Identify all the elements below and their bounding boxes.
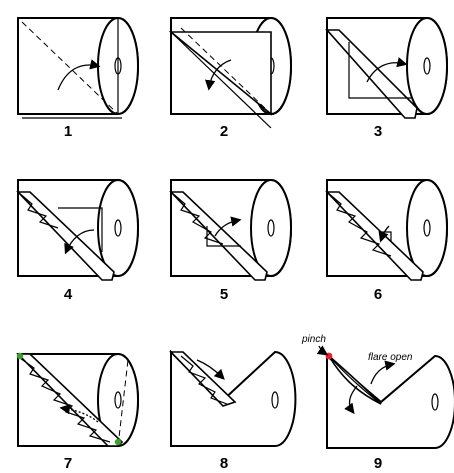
step-6-diagram (325, 179, 448, 281)
step-number-3: 3 (374, 123, 382, 140)
step-number-9: 9 (374, 455, 382, 472)
step-4-diagram (16, 179, 139, 281)
pinch-label: pinch (301, 334, 326, 345)
step-number-1: 1 (64, 123, 72, 140)
step-8-diagram (169, 349, 297, 447)
corner-dot-bottom-right (114, 438, 122, 446)
step-1-diagram (17, 17, 139, 119)
step-2-diagram (168, 17, 292, 129)
step-number-5: 5 (220, 286, 228, 303)
step-number-4: 4 (64, 286, 73, 303)
step-7-diagram (16, 352, 139, 447)
step-number-6: 6 (374, 286, 382, 303)
step-3-diagram (325, 17, 448, 119)
step-number-2: 2 (220, 123, 228, 140)
step-number-8: 8 (220, 455, 228, 472)
flare-open-label: flare open (368, 352, 413, 363)
step-9-diagram (316, 345, 454, 449)
step-5-diagram (169, 179, 292, 281)
corner-dot-top-left (16, 352, 24, 360)
step-number-7: 7 (64, 455, 72, 472)
pinch-marker (325, 352, 333, 360)
